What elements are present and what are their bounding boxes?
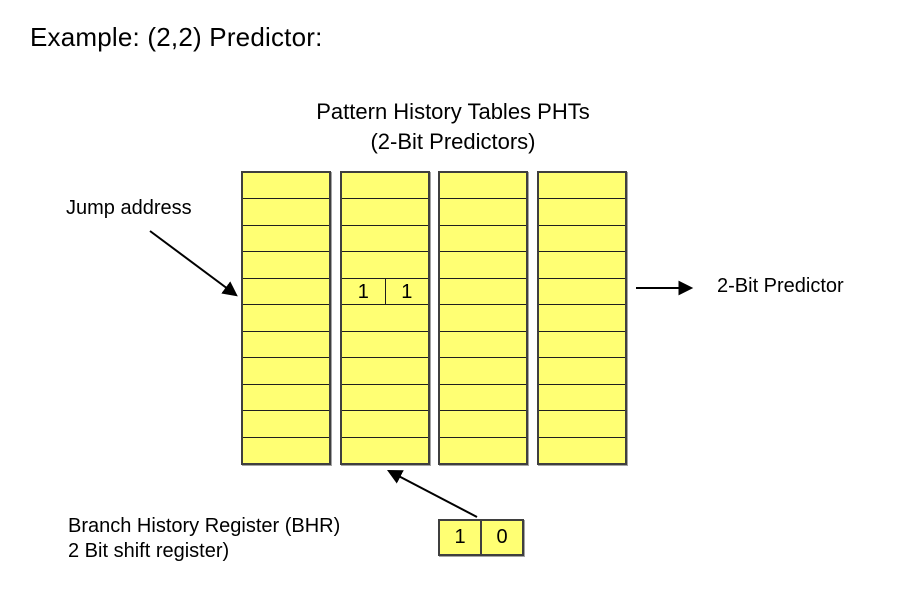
pht-cell [440, 226, 526, 253]
pht-cell [243, 279, 329, 306]
pht-cell [539, 279, 625, 306]
pht-cell [440, 332, 526, 359]
pht-counter-bit: 1 [342, 278, 386, 305]
pht-cell [342, 173, 428, 200]
bhr-label-line2: 2 Bit shift register) [68, 540, 230, 562]
pht-cell [243, 199, 329, 226]
pht-cell [342, 438, 428, 463]
page-title: Example: (2,2) Predictor: [30, 22, 323, 52]
pht-cell [539, 358, 625, 385]
pht-cell [440, 173, 526, 200]
pht-cell [440, 279, 526, 306]
pht-cell [342, 305, 428, 332]
pht-cell [243, 438, 329, 463]
pht-table-4 [537, 171, 627, 465]
pht-cell [539, 438, 625, 463]
bhr-label-line1: Branch History Register (BHR) [68, 515, 341, 537]
pht-cell [243, 358, 329, 385]
pht-table-3 [438, 171, 528, 465]
pht-cell [243, 332, 329, 359]
pht-cell [440, 438, 526, 463]
pht-cell [342, 358, 428, 385]
pht-cell [440, 358, 526, 385]
pht-cell [243, 385, 329, 412]
pht-cell [243, 173, 329, 200]
pht-cell [440, 199, 526, 226]
bhr-select-arrow [387, 469, 478, 518]
pht-cell [539, 385, 625, 412]
pht-cell [539, 199, 625, 226]
pht-counter-bit: 1 [401, 280, 413, 303]
bhr-bit: 1 [440, 521, 482, 554]
pht-cell [440, 385, 526, 412]
pht-cell [342, 226, 428, 253]
pht-cell [539, 411, 625, 438]
pht-cell [243, 305, 329, 332]
pht-cell [440, 252, 526, 279]
pht-cell [539, 305, 625, 332]
pht-cell [539, 226, 625, 253]
pht-cell [539, 252, 625, 279]
pht-heading-line1: Pattern History Tables PHTs [316, 99, 590, 124]
pht-cell [440, 305, 526, 332]
pht-cell [243, 226, 329, 253]
pht-cell [539, 332, 625, 359]
pht-cell [342, 332, 428, 359]
pht-cell [243, 411, 329, 438]
pht-cell [539, 173, 625, 200]
pht-cell [440, 411, 526, 438]
jump-address-arrow [149, 230, 238, 297]
jump-address-label: Jump address [66, 197, 192, 219]
bhr-label: Branch History Register (BHR) 2 Bit shif… [68, 514, 340, 564]
pht-cell [342, 411, 428, 438]
pht-cell [342, 199, 428, 226]
pht-table-1 [241, 171, 331, 465]
bhr-bit: 0 [496, 526, 508, 548]
pht-cell [342, 385, 428, 412]
pht-heading: Pattern History Tables PHTs (2-Bit Predi… [0, 97, 906, 157]
two-bit-predictor-label: 2-Bit Predictor [717, 275, 844, 297]
pht-cell [342, 252, 428, 279]
pht-heading-line2: (2-Bit Predictors) [370, 129, 536, 154]
pht-cell [243, 252, 329, 279]
